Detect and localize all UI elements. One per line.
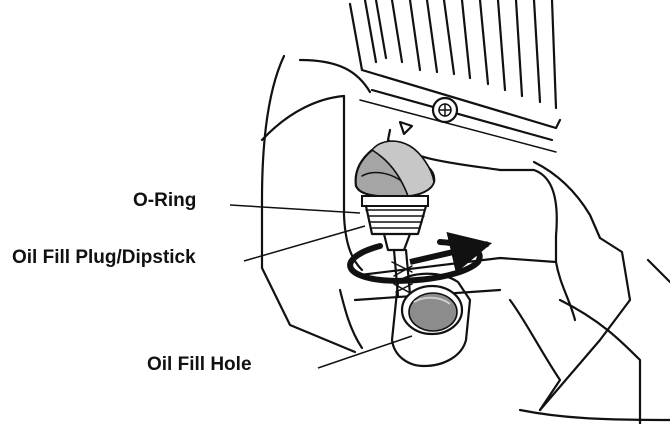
bolt-icon (431, 96, 459, 124)
o-ring-label: O-Ring (133, 190, 197, 211)
oil-fill-hole (390, 272, 472, 368)
oil-fill-plug (354, 140, 436, 298)
oil-fill-plug-leader (243, 225, 366, 262)
engine-housing-right (508, 160, 670, 424)
oil-fill-hole-leader (317, 335, 413, 369)
oil-fill-plug-label: Oil Fill Plug/Dipstick (12, 247, 196, 268)
oil-fill-hole-label: Oil Fill Hole (147, 354, 252, 375)
engine-housing-left (260, 54, 372, 354)
leader-lines (229, 204, 413, 369)
o-ring-leader (229, 204, 361, 214)
cooling-fins (348, 0, 562, 153)
rotation-arrow-icon (347, 232, 493, 284)
